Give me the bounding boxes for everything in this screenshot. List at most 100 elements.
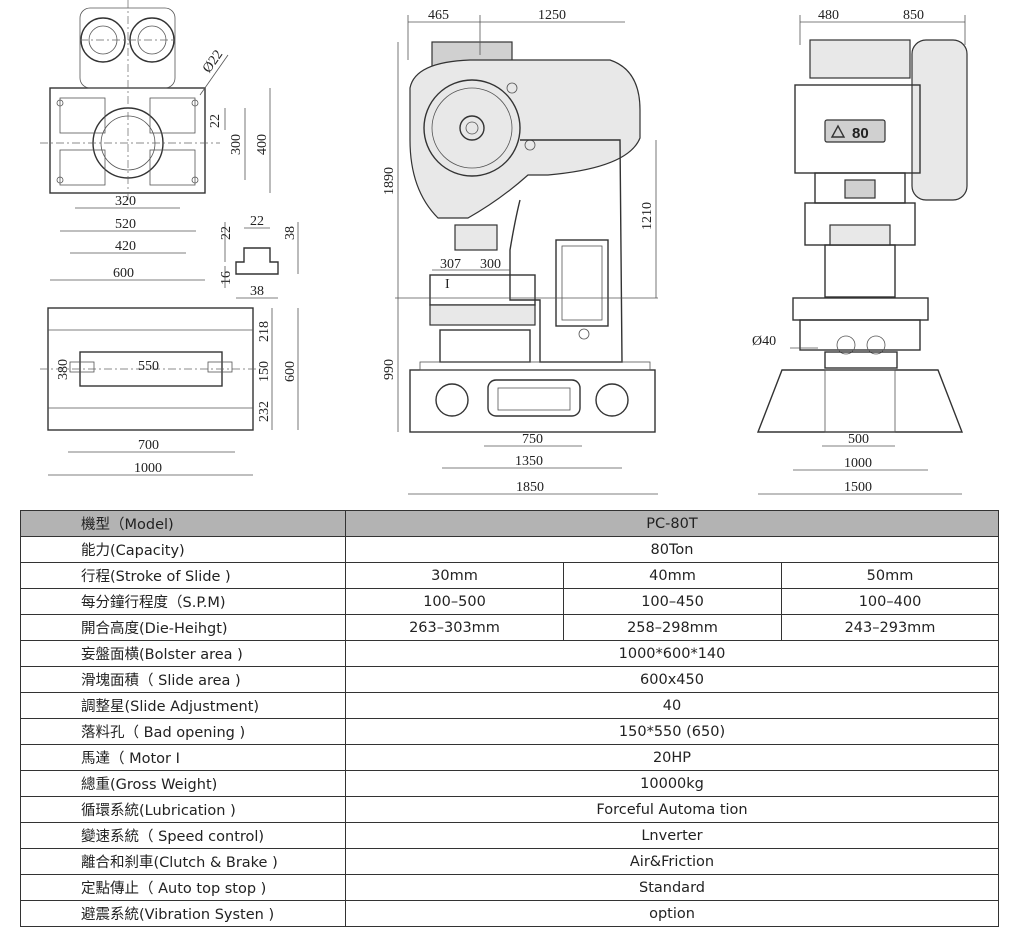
dim-label: 1210: [640, 202, 655, 230]
header-value: PC-80T: [344, 510, 1000, 537]
dim-label: 1850: [516, 480, 544, 495]
dim-label: 750: [522, 432, 543, 447]
table-row: 馬達（ Motor I 20HP: [20, 744, 1000, 771]
row-value: 1000*600*140: [344, 640, 1000, 667]
dim-label: 420: [115, 239, 136, 254]
dim-label: 1350: [515, 454, 543, 469]
row-label: 離合和刹車(Clutch & Brake ): [20, 848, 346, 875]
row-value: Standard: [344, 874, 1000, 901]
row-value: 100–500: [345, 588, 564, 615]
table-row: 變速系統（ Speed control) Lnverter: [20, 822, 1000, 849]
row-label: 馬達（ Motor I: [20, 744, 346, 771]
dim-label: 600: [283, 361, 298, 382]
row-label: 避震系統(Vibration Systen ): [20, 900, 346, 927]
dim-label: 320: [115, 194, 136, 209]
dim-label: 22: [208, 114, 223, 128]
press-side-view: 465 1250 1890 1210 307 300 I 990 750 135…: [382, 8, 658, 495]
row-value: 40: [344, 692, 1000, 719]
table-row: 調整星(Slide Adjustment) 40: [20, 692, 1000, 719]
dim-label: 520: [115, 217, 136, 232]
dim-label: 990: [382, 359, 397, 380]
dim-label: 150: [257, 361, 272, 382]
dim-label: 22: [219, 226, 234, 240]
dim-label: 16: [219, 271, 234, 285]
dim-label: 1250: [538, 8, 566, 23]
warning-triangle-icon: [830, 124, 846, 138]
row-value: 600x450: [344, 666, 1000, 693]
press-front-view: 80 480 850 Ø40 500 1000 1500: [752, 8, 968, 495]
dim-label: 38: [283, 226, 298, 240]
dim-label: 300: [480, 257, 501, 272]
row-value: option: [344, 900, 1000, 927]
row-label: 能力(Capacity): [20, 536, 346, 563]
table-row: 妄盤面横(Bolster area ) 1000*600*140: [20, 640, 1000, 667]
row-value: 243–293mm: [780, 614, 1000, 641]
row-value: Lnverter: [344, 822, 1000, 849]
row-value: 258–298mm: [563, 614, 782, 641]
t-slot-detail: 22 22 38 16 38: [219, 214, 299, 299]
row-label: 每分鐘行程度（S.P.M): [20, 588, 346, 615]
table-row: 定點傳止（ Auto top stop ) Standard: [20, 874, 1000, 901]
row-value: 10000kg: [344, 770, 1000, 797]
dim-label: 307: [440, 257, 461, 272]
table-row: 滑塊面積（ Slide area ) 600x450: [20, 666, 1000, 693]
dim-label: 1000: [134, 461, 162, 476]
dim-label: 218: [257, 321, 272, 342]
row-value: 100–400: [780, 588, 1000, 615]
table-row: 避震系統(Vibration Systen ) option: [20, 900, 1000, 927]
spec-table: 機型（Model) PC-80T 能力(Capacity) 80Ton 行程(S…: [20, 510, 1000, 927]
row-label: 落料孔（ Bad opening ): [20, 718, 346, 745]
row-value: Forceful Automa tion: [344, 796, 1000, 823]
row-value: 20HP: [344, 744, 1000, 771]
table-row: 總重(Gross Weight) 10000kg: [20, 770, 1000, 797]
dim-label: 300: [229, 134, 244, 155]
dim-label: 22: [250, 214, 264, 229]
dim-label: 1890: [382, 167, 397, 195]
dim-label: 500: [848, 432, 869, 447]
dim-label: 600: [113, 266, 134, 281]
dim-label: 480: [818, 8, 839, 23]
row-value: 30mm: [345, 562, 564, 589]
row-label: 總重(Gross Weight): [20, 770, 346, 797]
table-row: 行程(Stroke of Slide ) 30mm 40mm 50mm: [20, 562, 1000, 589]
row-value: 50mm: [780, 562, 1000, 589]
technical-drawings: Ø22 22 300 400 320 520 420 600 22 22 38 …: [40, 0, 968, 495]
header-label: 機型（Model): [20, 510, 346, 537]
dim-label: 1000: [844, 456, 872, 471]
dim-label: 465: [428, 8, 449, 23]
table-row: 能力(Capacity) 80Ton: [20, 536, 1000, 563]
dim-label: 380: [56, 359, 71, 380]
row-value: 100–450: [563, 588, 782, 615]
row-label: 滑塊面積（ Slide area ): [20, 666, 346, 693]
section-mark: I: [445, 277, 450, 292]
row-label: 開合高度(Die-Heihgt): [20, 614, 346, 641]
row-label: 循環系統(Lubrication ): [20, 796, 346, 823]
dim-label: 232: [257, 401, 272, 422]
dim-label: Ø40: [752, 334, 776, 349]
table-row: 離合和刹車(Clutch & Brake ) Air&Friction: [20, 848, 1000, 875]
row-label: 變速系統（ Speed control): [20, 822, 346, 849]
row-value: 80Ton: [344, 536, 1000, 563]
dim-label: 550: [138, 359, 159, 374]
slide-plan-view: Ø22 22 300 400 320 520 420 600: [40, 0, 271, 281]
table-row: 開合高度(Die-Heihgt) 263–303mm 258–298mm 243…: [20, 614, 1000, 641]
table-row: 落料孔（ Bad opening ) 150*550 (650): [20, 718, 1000, 745]
table-row: 每分鐘行程度（S.P.M) 100–500 100–450 100–400: [20, 588, 1000, 615]
row-value: 40mm: [563, 562, 782, 589]
row-label: 行程(Stroke of Slide ): [20, 562, 346, 589]
dim-label: 1500: [844, 480, 872, 495]
dim-label: 400: [255, 134, 270, 155]
row-value: Air&Friction: [344, 848, 1000, 875]
table-row: 循環系統(Lubrication ) Forceful Automa tion: [20, 796, 1000, 823]
model-badge: 80: [852, 125, 869, 142]
table-header-row: 機型（Model) PC-80T: [20, 510, 1000, 537]
hole-diameter-label: Ø22: [200, 48, 226, 76]
dim-label: 700: [138, 438, 159, 453]
dim-label: 850: [903, 8, 924, 23]
row-value: 150*550 (650): [344, 718, 1000, 745]
row-value: 263–303mm: [345, 614, 564, 641]
row-label: 調整星(Slide Adjustment): [20, 692, 346, 719]
bolster-plate-view: 550 380 218 150 232 600 700 1000: [40, 307, 299, 476]
row-label: 妄盤面横(Bolster area ): [20, 640, 346, 667]
dim-label: 38: [250, 284, 264, 299]
